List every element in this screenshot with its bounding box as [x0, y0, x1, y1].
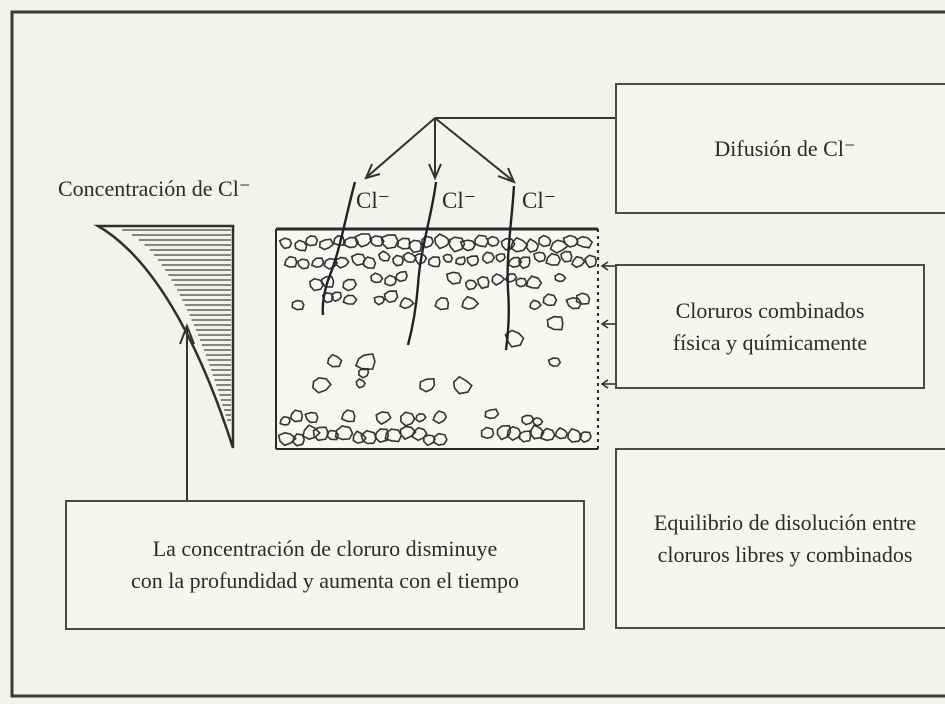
trend-box-line1: La concentración de cloruro disminuye	[152, 536, 498, 561]
trend-arrow-head	[179, 323, 195, 345]
combined-pointer-arrows	[600, 261, 615, 389]
ion-label: Cl⁻	[522, 188, 556, 213]
aggregate-stones	[277, 233, 598, 447]
concentration-hatching	[122, 229, 231, 421]
equilibrium-box: Equilibrio de disolución entre cloruros …	[615, 448, 945, 629]
concentration-label: Concentración de Cl⁻	[58, 176, 251, 201]
trend-box: La concentración de cloruro disminuye co…	[65, 500, 585, 630]
chloride-penetration-paths	[321, 181, 516, 351]
equilibrium-box-line1: Equilibrio de disolución entre	[653, 509, 917, 535]
concrete-block	[275, 227, 599, 450]
diffusion-arrows	[364, 117, 615, 184]
combined-box-line1: Cloruros combinados	[675, 297, 865, 323]
ion-label: Cl⁻	[442, 188, 476, 213]
equilibrium-box-line2: cloruros libres y combinados	[657, 541, 913, 567]
trend-box-line2: con la profundidad y aumenta con el tiem…	[131, 568, 519, 593]
combined-box-line2: física y químicamente	[672, 329, 868, 355]
combined-chlorides-box: Cloruros combinados física y químicament…	[615, 264, 925, 389]
diffusion-box-label: Difusión de Cl⁻	[714, 135, 856, 161]
concentration-profile-curve	[93, 224, 235, 449]
outer-frame	[10, 10, 945, 698]
diffusion-box: Difusión de Cl⁻	[615, 83, 945, 214]
ion-label: Cl⁻	[356, 188, 390, 213]
